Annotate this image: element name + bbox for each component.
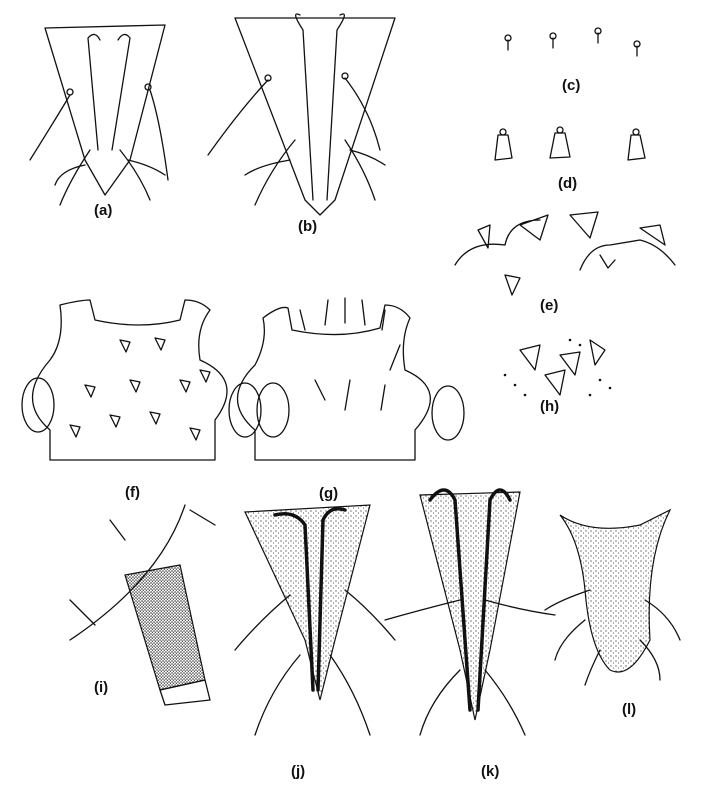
- panel-c-drawing: [504, 27, 641, 57]
- panel-label-a: (a): [94, 202, 112, 219]
- panel-label-d: (d): [558, 175, 577, 192]
- panel-i-drawing: [69, 504, 216, 706]
- panel-g-drawing: [236, 297, 465, 461]
- panel-label-c: (c): [562, 77, 580, 94]
- panel-label-b: (b): [298, 218, 317, 235]
- panel-b-drawing: [207, 13, 396, 216]
- panel-l-drawing: [544, 508, 681, 686]
- panel-a-drawing: [29, 24, 169, 206]
- panel-label-k: (k): [481, 763, 499, 780]
- panel-label-i: (i): [94, 679, 108, 696]
- panel-label-e: (e): [540, 297, 558, 314]
- panel-label-h: (h): [540, 398, 559, 415]
- panel-label-f: (f): [125, 484, 140, 501]
- panel-label-g: (g): [319, 485, 338, 502]
- panel-k-drawing: [384, 488, 556, 736]
- panel-e-drawing: [454, 211, 676, 296]
- panel-j-drawing: [234, 504, 396, 736]
- panel-label-j: (j): [291, 763, 305, 780]
- panel-f-drawing: [21, 299, 262, 461]
- panel-d-drawing: [494, 126, 646, 161]
- panel-label-l: (l): [622, 701, 636, 718]
- panel-h-drawing: [503, 338, 612, 397]
